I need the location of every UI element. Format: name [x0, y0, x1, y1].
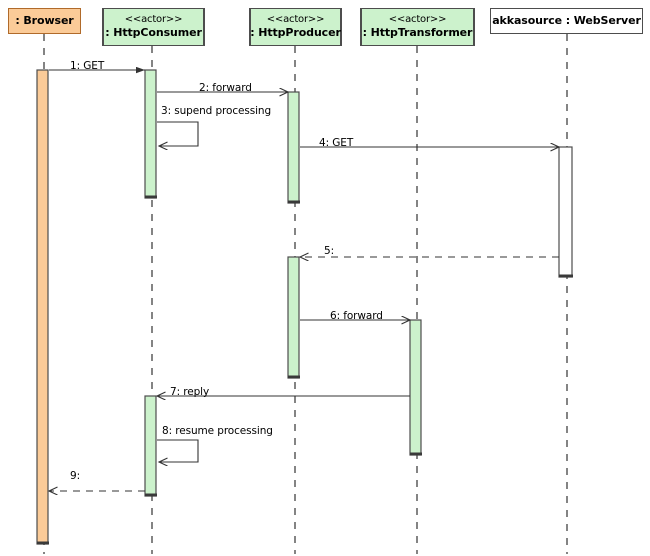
activation-bar-http-consumer-1[interactable]: [144, 69, 157, 199]
activation-bar-browser-1[interactable]: [36, 69, 49, 545]
message-label-m2: 2: forward: [199, 82, 252, 94]
message-label-m1: 1: GET: [70, 60, 105, 72]
lifelines-group: [43, 34, 568, 554]
activation-bar-web-server-1[interactable]: [558, 146, 573, 278]
message-label-m8: 8: resume processing: [162, 425, 273, 437]
participant-name-http-consumer: : HttpConsumer: [105, 25, 202, 39]
message-label-m4: 4: GET: [319, 137, 354, 149]
message-m3-self-call[interactable]: [157, 121, 199, 146]
participant-header-http-consumer[interactable]: <<actor>>: HttpConsumer: [102, 8, 205, 46]
participant-name-browser: : Browser: [15, 14, 74, 28]
message-label-m9: 9:: [70, 470, 81, 482]
participant-name-http-producer: : HttpProducer: [250, 25, 341, 39]
participant-stereotype-http-producer: <<actor>>: [266, 14, 325, 26]
message-label-m6: 6: forward: [330, 310, 383, 322]
message-m8-self-call[interactable]: [157, 439, 199, 462]
message-label-m7: 7: reply: [170, 386, 210, 398]
activation-bars-group: [36, 69, 573, 545]
participant-stereotype-http-consumer: <<actor>>: [124, 14, 183, 26]
participant-header-web-server[interactable]: akkasource : WebServer: [490, 8, 643, 34]
participant-header-http-transformer[interactable]: <<actor>>: HttpTransformer: [360, 8, 475, 46]
activation-bar-http-transformer-1[interactable]: [409, 319, 422, 456]
message-label-m3: 3: supend processing: [161, 105, 272, 117]
participant-name-http-transformer: : HttpTransformer: [362, 25, 473, 39]
activation-bar-http-producer-1[interactable]: [287, 91, 300, 204]
participant-stereotype-http-transformer: <<actor>>: [388, 14, 447, 26]
participant-header-http-producer[interactable]: <<actor>>: HttpProducer: [249, 8, 342, 46]
participant-header-browser[interactable]: : Browser: [8, 8, 81, 34]
activation-bar-http-producer-2[interactable]: [287, 256, 300, 379]
message-arrows-group: [49, 66, 559, 491]
participant-name-web-server: akkasource : WebServer: [492, 14, 641, 28]
message-label-m5: 5:: [324, 245, 335, 257]
activation-bar-http-consumer-2[interactable]: [144, 395, 157, 497]
